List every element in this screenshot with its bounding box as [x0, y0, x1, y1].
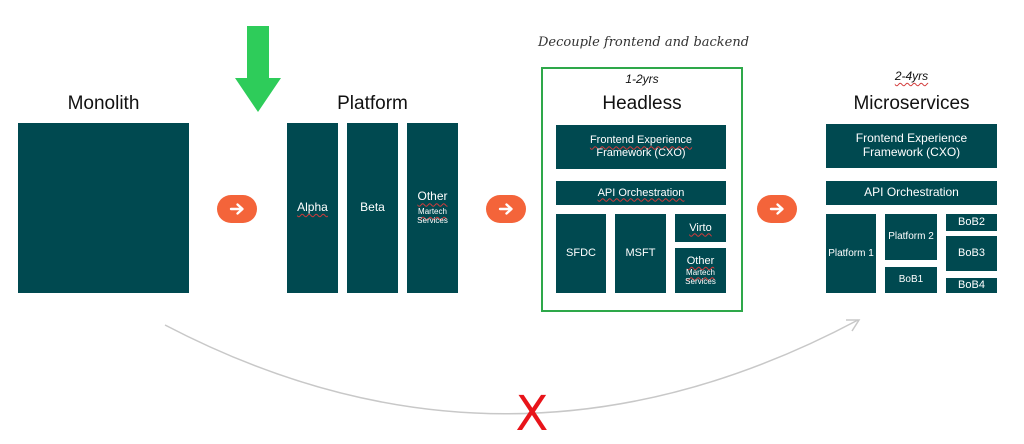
virto-label: Virto — [689, 221, 712, 234]
martech-label: Martech — [418, 207, 447, 217]
micro-bob3-block: BoB3 — [946, 236, 997, 271]
beta-label: Beta — [360, 200, 385, 215]
micro-bob1-block: BoB1 — [885, 267, 937, 293]
micro-bob4-block: BoB4 — [946, 278, 997, 293]
next-stage-button-1[interactable] — [217, 195, 257, 223]
bob2-label: BoB2 — [958, 216, 985, 229]
headless-api-label: API Orchestration — [597, 186, 685, 199]
monolith-title: Monolith — [67, 93, 140, 114]
headless-frontend-line-1: Frontend Experience — [589, 134, 693, 147]
micro-frontend-line-1: Frontend Experience — [855, 131, 968, 146]
microservices-timeline: 2-4yrs — [826, 69, 997, 83]
arrow-right-icon — [498, 203, 513, 215]
headless-other-label: Other — [686, 254, 715, 267]
micro-bob2-block: BoB2 — [946, 214, 997, 231]
headless-msft-block: MSFT — [615, 214, 666, 293]
headless-frontend-line-2: Framework (CXO) — [596, 147, 686, 159]
cross-icon: X — [515, 386, 549, 442]
bypass-curve-path — [164, 319, 859, 415]
micro-frontend-line-2: Framework (CXO) — [862, 145, 961, 159]
sfdc-label: SFDC — [566, 247, 596, 260]
headless-note: Decouple frontend and backend — [538, 35, 750, 50]
platform2-label: Platform 2 — [888, 231, 934, 243]
micro-platform2-block: Platform 2 — [885, 214, 937, 260]
arrow-right-icon — [769, 203, 784, 215]
micro-api-label: API Orchestration — [864, 185, 959, 200]
platform-block-alpha: Alpha — [287, 123, 338, 293]
bypass-curve-arrowhead — [846, 319, 861, 332]
headless-frontend-block: Frontend Experience Framework (CXO) — [556, 125, 726, 169]
micro-platform1-block: Platform 1 — [826, 214, 876, 293]
bob3-label: BoB3 — [958, 247, 985, 260]
other-label: Other — [417, 189, 448, 204]
headless-virto-block: Virto — [675, 214, 726, 242]
platform-block-other: Other Martech Services — [407, 123, 458, 293]
alpha-label: Alpha — [297, 200, 328, 215]
next-stage-button-3[interactable] — [757, 195, 797, 223]
headless-sfdc-block: SFDC — [556, 214, 606, 293]
services-label: Services — [417, 216, 448, 226]
headless-api-block: API Orchestration — [556, 181, 726, 205]
headless-frame — [541, 67, 743, 312]
headless-martech-label: Martech — [686, 267, 715, 277]
bob1-label: BoB1 — [898, 274, 924, 286]
headless-title: Headless — [602, 93, 682, 114]
down-arrow-icon — [235, 26, 281, 112]
headless-timeline: 1-2yrs — [625, 72, 659, 86]
microservices-title: Microservices — [853, 93, 970, 114]
platform-block-beta: Beta — [347, 123, 398, 293]
next-stage-button-2[interactable] — [486, 195, 526, 223]
headless-other-block: Other Martech Services — [675, 248, 726, 293]
micro-api-block: API Orchestration — [826, 181, 997, 205]
bob4-label: BoB4 — [958, 279, 985, 292]
monolith-block — [18, 123, 189, 293]
headless-services-label: Services — [685, 276, 716, 286]
micro-frontend-block: Frontend Experience Framework (CXO) — [826, 124, 997, 168]
platform-title: Platform — [337, 93, 408, 114]
microservices-timeline-label: 2-4yrs — [894, 69, 929, 83]
platform1-label: Platform 1 — [828, 247, 874, 259]
msft-label: MSFT — [625, 247, 656, 260]
arrow-right-icon — [229, 203, 244, 215]
